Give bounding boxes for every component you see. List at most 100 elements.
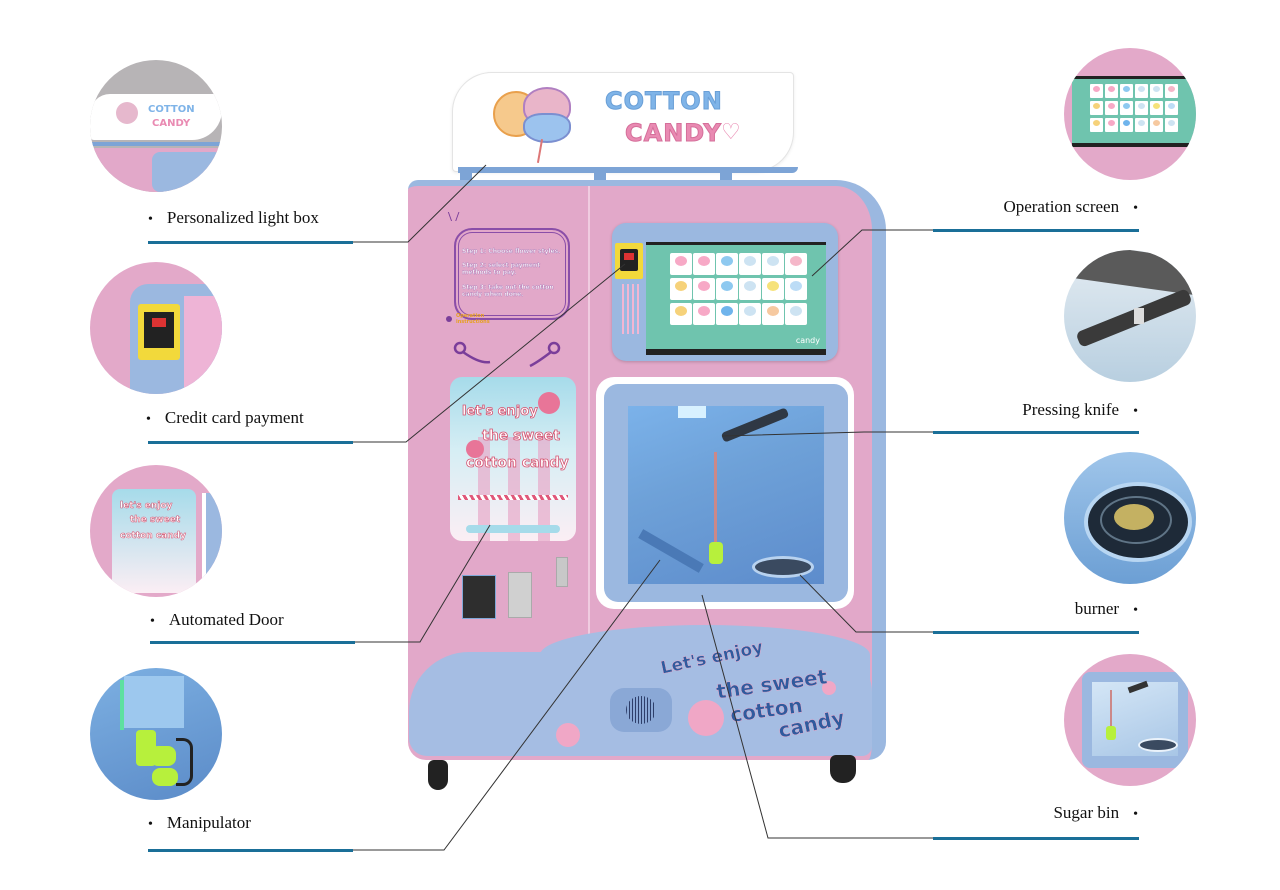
chamber-light: [678, 406, 706, 418]
callout-text: Operation screen: [1003, 197, 1120, 216]
menu-tile: [1135, 84, 1148, 98]
menu-tile[interactable]: [693, 278, 715, 300]
menu-tile[interactable]: [716, 253, 738, 275]
cotton-candy-style-icon: [698, 281, 710, 291]
burner-photo: [1064, 452, 1196, 584]
menu-tile[interactable]: [739, 303, 761, 325]
card-reader[interactable]: [615, 243, 643, 279]
photo-door-text: let's enjoy: [120, 501, 173, 512]
heart-icon: ♡: [721, 119, 741, 144]
callout-label-operation-screen: Operation screen •: [1003, 197, 1138, 217]
menu-tile[interactable]: [785, 303, 807, 325]
cotton-candy-style-icon: [744, 281, 756, 291]
sparkle-icon: \ /: [448, 210, 460, 225]
menu-tile: [1165, 118, 1178, 132]
menu-tile[interactable]: [670, 303, 692, 325]
light-box-photo: COTTON CANDY: [90, 60, 222, 192]
menu-tile[interactable]: [785, 253, 807, 275]
speaker-grille-icon: [622, 284, 640, 334]
card-reader-photo: [90, 262, 222, 394]
cotton-candy-style-icon: [721, 306, 733, 316]
callout-underline: [933, 431, 1139, 434]
processing-window: [604, 384, 848, 602]
callout-text: burner: [1074, 599, 1120, 618]
callout-label-automated-door: •Automated Door: [150, 610, 284, 630]
body-seam: [588, 186, 590, 756]
menu-tile: [1150, 84, 1163, 98]
menu-tile[interactable]: [716, 278, 738, 300]
manipulator-arm: [638, 529, 704, 573]
callout-underline: [148, 849, 353, 852]
cotton-candy-style-icon: [790, 256, 802, 266]
pickup-port[interactable]: [466, 525, 560, 533]
menu-tile[interactable]: [739, 253, 761, 275]
callout-text: Credit card payment: [164, 408, 304, 427]
callout-label-sugar-bin: Sugar bin •: [1053, 803, 1138, 823]
bullet-icon: •: [1133, 201, 1138, 216]
caster-wheel-left: [428, 760, 448, 790]
caster-wheel-right: [830, 755, 856, 783]
door-slogan-3: cotton candy: [466, 455, 569, 472]
callout-underline: [933, 837, 1139, 840]
screen-photo: [1064, 48, 1196, 180]
cotton-candy-style-icon: [1093, 120, 1100, 126]
bracket-leg: [720, 172, 732, 182]
callout-label-card-payment: •Credit card payment: [146, 408, 304, 428]
callout-label-light-box: •Personalized light box: [148, 208, 319, 228]
callout-underline: [148, 441, 353, 444]
speaker-icon: [610, 688, 672, 732]
cotton-candy-style-icon: [1138, 103, 1145, 109]
menu-tile[interactable]: [762, 303, 784, 325]
cotton-candy-icon: [538, 392, 560, 414]
menu-tile[interactable]: [716, 303, 738, 325]
bill-acceptor[interactable]: [462, 575, 496, 619]
cotton-candy-style-icon: [1168, 120, 1175, 126]
sugar-bin-photo: [1064, 654, 1196, 786]
menu-tile[interactable]: [739, 278, 761, 300]
coin-slot[interactable]: [508, 572, 532, 618]
cotton-candy-style-icon: [1153, 120, 1160, 126]
cotton-candy-icon: [466, 440, 484, 458]
menu-tile[interactable]: [762, 253, 784, 275]
cotton-candy-style-icon: [1108, 120, 1115, 126]
coin-return[interactable]: [556, 557, 568, 587]
photo-logo-candy: CANDY: [152, 118, 191, 129]
menu-tile[interactable]: [670, 278, 692, 300]
processing-chamber: [628, 406, 824, 584]
menu-tile[interactable]: [670, 253, 692, 275]
bullet-icon: •: [1133, 807, 1138, 822]
knife-photo: [1064, 250, 1196, 382]
cotton-candy-style-icon: [1123, 103, 1130, 109]
cotton-candy-style-icon: [1138, 86, 1145, 92]
menu-tile: [1150, 118, 1163, 132]
cotton-candy-style-icon: [675, 306, 687, 316]
menu-tile: [1135, 118, 1148, 132]
photo-logo-cotton: COTTON: [148, 104, 195, 115]
bracket-leg: [594, 172, 606, 182]
callout-label-manipulator: •Manipulator: [148, 813, 251, 833]
menu-tile: [1105, 84, 1118, 98]
cotton-candy-style-icon: [675, 256, 687, 266]
menu-tile[interactable]: [693, 303, 715, 325]
card-icon: [624, 253, 634, 260]
callout-text: Sugar bin: [1053, 803, 1120, 822]
burner-bowl: [752, 556, 814, 578]
card-icon: [152, 318, 166, 327]
decor-dot: [556, 723, 580, 747]
bullet-icon: •: [148, 817, 153, 832]
menu-tile[interactable]: [693, 253, 715, 275]
cotton-candy-style-icon: [1153, 103, 1160, 109]
callout-text: Automated Door: [168, 610, 284, 629]
cotton-candy-style-icon: [1123, 86, 1130, 92]
menu-tile[interactable]: [785, 278, 807, 300]
cotton-stick: [714, 452, 717, 552]
cotton-candy-style-icon: [1108, 103, 1115, 109]
cotton-candy-style-icon: [790, 306, 802, 316]
callout-label-burner: burner •: [1075, 599, 1138, 619]
bullet-icon: •: [148, 212, 153, 227]
manipulator-photo: [90, 668, 222, 800]
menu-tile[interactable]: [762, 278, 784, 300]
bullet-icon: •: [1133, 603, 1138, 618]
screen-brand: candy: [795, 336, 820, 345]
cotton-candy-logo-icon: [493, 85, 583, 165]
